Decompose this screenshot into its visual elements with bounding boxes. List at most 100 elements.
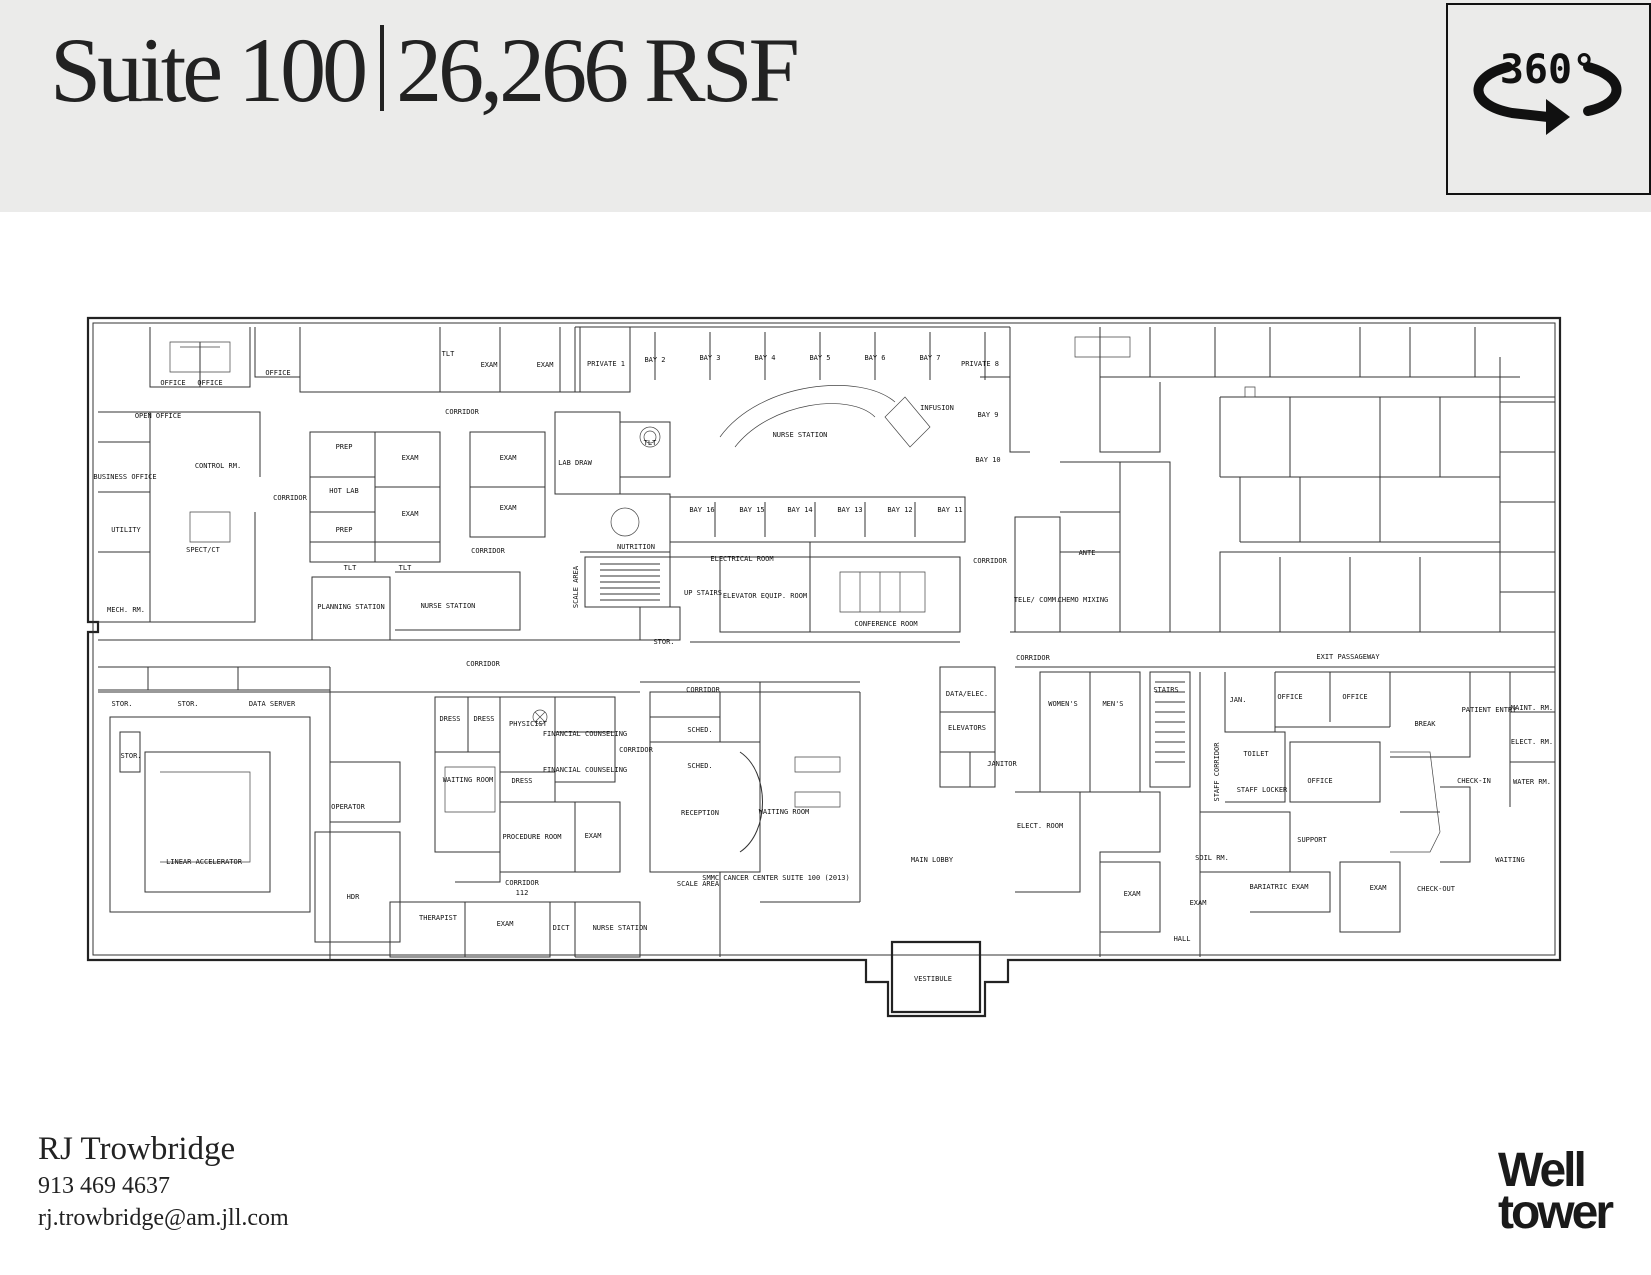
room-exam-5: EXAM — [481, 361, 498, 369]
suite-name: Suite 100 — [50, 19, 368, 121]
room-exam-9: EXAM — [1370, 884, 1387, 892]
bay-5: BAY 5 — [809, 354, 830, 362]
room-business-office: BUSINESS OFFICE — [93, 473, 156, 481]
room-soil-rm: SOIL RM. — [1195, 854, 1229, 862]
room-patient-entry: PATIENT ENTRY — [1462, 706, 1518, 714]
room-conference: CONFERENCE ROOM — [854, 620, 917, 628]
room-sched-1: SCHED. — [687, 726, 712, 734]
logo-line-2: tower — [1498, 1186, 1614, 1239]
room-janitor: JANITOR — [987, 760, 1017, 768]
tour-label: 360° — [1500, 47, 1596, 93]
room-staff-corridor: STAFF CORRIDOR — [1213, 742, 1221, 802]
room-linear-accelerator: LINEAR ACCELERATOR — [166, 858, 243, 866]
bay-13: BAY 13 — [837, 506, 862, 514]
room-elevator-equip: ELEVATOR EQUIP. ROOM — [723, 592, 807, 600]
corridor-2: CORRIDOR — [273, 494, 308, 502]
room-electrical-room: ELECTRICAL ROOM — [710, 555, 773, 563]
corridor-4: CORRIDOR — [466, 660, 501, 668]
room-exam-4: EXAM — [500, 504, 517, 512]
room-bariatric-exam: BARIATRIC EXAM — [1249, 883, 1308, 891]
room-water-rm: WATER RM. — [1513, 778, 1551, 786]
floor-plan: OPEN OFFICE OFFICE OFFICE OFFICE BUSINES… — [86, 316, 1562, 1018]
room-tlt-1: TLT — [442, 350, 455, 358]
bay-4: BAY 4 — [754, 354, 775, 362]
room-dress-2: DRESS — [473, 715, 494, 723]
contact-email-link[interactable]: rj.trowbridge@am.jll.com — [38, 1204, 289, 1231]
room-waiting-room-2: WAITING ROOM — [759, 808, 810, 816]
room-labels: OPEN OFFICE OFFICE OFFICE OFFICE BUSINES… — [93, 350, 1553, 983]
room-office-c: OFFICE — [265, 369, 290, 377]
corridor-1: CORRIDOR — [445, 408, 480, 416]
bay-6: BAY 6 — [864, 354, 885, 362]
room-elevators: ELEVATORS — [948, 724, 986, 732]
room-nurse-station-2: NURSE STATION — [773, 431, 828, 439]
corridor-6: CORRIDOR — [1016, 654, 1051, 662]
room-office-f: OFFICE — [1307, 777, 1332, 785]
logo-line-1: Well — [1498, 1144, 1587, 1197]
room-support: SUPPORT — [1297, 836, 1327, 844]
room-hall: HALL — [1174, 935, 1191, 943]
corridor-5: CORRIDOR — [973, 557, 1008, 565]
room-operator: OPERATOR — [331, 803, 366, 811]
room-tlt-3: TLT — [399, 564, 412, 572]
room-control-rm: CONTROL RM. — [195, 462, 241, 470]
virtual-tour-button[interactable]: 360° — [1446, 3, 1651, 195]
room-nutrition: NUTRITION — [617, 543, 655, 551]
room-mens: MEN'S — [1102, 700, 1123, 708]
room-lab-draw: LAB DRAW — [558, 459, 593, 467]
room-dress-1: DRESS — [439, 715, 460, 723]
room-prep-2: PREP — [336, 526, 353, 534]
room-scale-area-1: SCALE AREA — [572, 565, 580, 608]
room-office-e: OFFICE — [1342, 693, 1367, 701]
room-open-office: OPEN OFFICE — [135, 412, 181, 420]
room-infusion: INFUSION — [920, 404, 954, 412]
room-data-elec: DATA/ELEC. — [946, 690, 988, 698]
room-ante: ANTE — [1079, 549, 1096, 557]
room-office-a: OFFICE — [160, 379, 185, 387]
contact-phone[interactable]: 913 469 4637 — [38, 1172, 170, 1199]
corridor-3: CORRIDOR — [471, 547, 506, 555]
room-elect-room: ELECT. ROOM — [1017, 822, 1063, 830]
bay-private-1: PRIVATE 1 — [587, 360, 625, 368]
interior-walls — [98, 326, 1555, 960]
bay-7: BAY 7 — [919, 354, 940, 362]
room-womens: WOMEN'S — [1048, 700, 1078, 708]
room-hdr: HDR — [347, 893, 360, 901]
bay-15: BAY 15 — [739, 506, 764, 514]
room-staff-locker: STAFF LOCKER — [1237, 786, 1288, 794]
room-maint-rm: MAINT. RM. — [1511, 704, 1553, 712]
room-tlt-4: TLT — [644, 439, 657, 447]
room-waiting: WAITING — [1495, 856, 1525, 864]
vestibule-walls — [890, 940, 982, 1014]
bay-private-8: PRIVATE 8 — [961, 360, 999, 368]
room-vestibule: VESTIBULE — [914, 975, 952, 983]
room-planning-station: PLANNING STATION — [317, 603, 384, 611]
bay-9: BAY 9 — [977, 411, 998, 419]
room-stor-4: STOR. — [120, 752, 141, 760]
welltower-logo: Well tower — [1498, 1144, 1614, 1239]
room-nurse-station-3: NURSE STATION — [593, 924, 648, 932]
room-check-in: CHECK-IN — [1457, 777, 1491, 785]
room-dict: DICT — [553, 924, 571, 932]
room-spect-ct: SPECT/CT — [186, 546, 221, 554]
room-therapist: THERAPIST — [419, 914, 458, 922]
contact-name: RJ Trowbridge — [38, 1131, 236, 1167]
room-office-d: OFFICE — [1277, 693, 1302, 701]
room-chemo-mixing: CHEMO MIXING — [1058, 596, 1109, 604]
room-mech-rm: MECH. RM. — [107, 606, 145, 614]
room-main-lobby: MAIN LOBBY — [911, 856, 954, 864]
exterior-walls — [86, 316, 1562, 1018]
title-divider — [380, 25, 385, 111]
room-office-b: OFFICE — [197, 379, 222, 387]
room-utility: UTILITY — [111, 526, 141, 534]
room-cancer-center: SMMC CANCER CENTER SUITE 100 (2013) — [702, 874, 850, 882]
room-stor-3: STOR. — [177, 700, 198, 708]
corridor-9: CORRIDOR — [619, 746, 654, 754]
room-exam-3: EXAM — [500, 454, 517, 462]
bay-3: BAY 3 — [699, 354, 720, 362]
room-dress-3: DRESS — [511, 777, 532, 785]
room-exam-2: EXAM — [402, 510, 419, 518]
room-prep-1: PREP — [336, 443, 353, 451]
room-exam-11: EXAM — [1190, 899, 1207, 907]
